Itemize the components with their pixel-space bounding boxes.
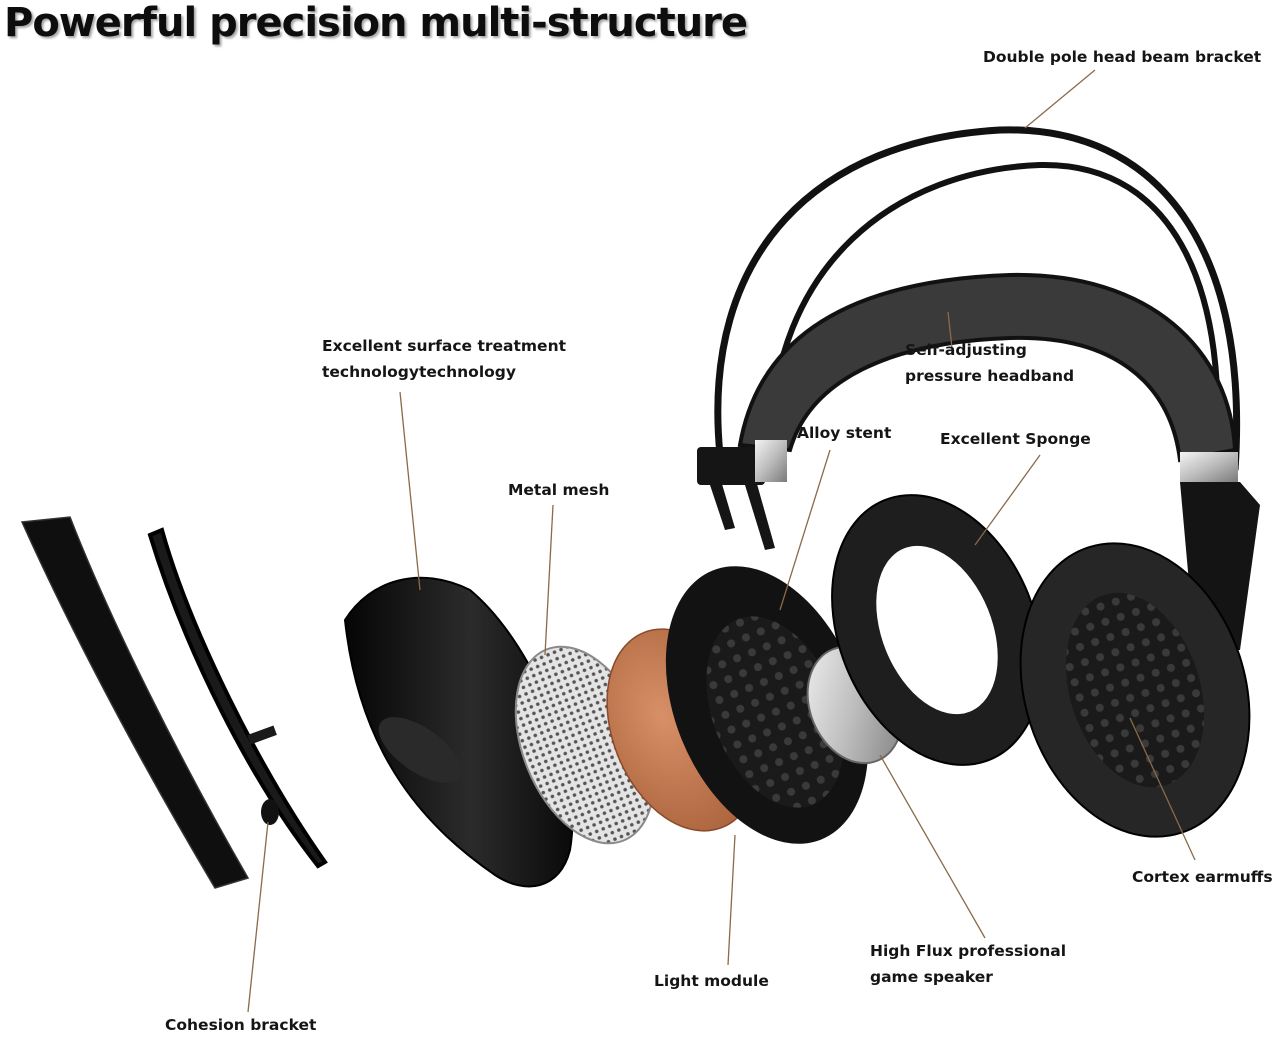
inner-speaker-frame (665, 566, 869, 844)
outer-ear-shell (343, 576, 574, 888)
double-pole-head-beam-bracket (714, 126, 1241, 471)
diagram-title: Powerful precision multi-structure (4, 0, 748, 46)
label-text: Double pole head beam bracket (983, 48, 1262, 66)
label-cohesion-bracket: Cohesion bracket (165, 1012, 316, 1038)
label-text: Alloy stent (797, 424, 892, 442)
label-text: Self-adjusting (905, 341, 1027, 359)
cortex-earmuffs (1019, 542, 1251, 838)
label-cortex-earmuffs: Cortex earmuffs (1132, 864, 1273, 890)
cohesion-bracket (147, 527, 328, 869)
outer-arm-cover (20, 516, 250, 889)
label-surface-treatment: Excellent surface treatment technologyte… (322, 333, 566, 385)
excellent-sponge (831, 494, 1043, 766)
label-metal-mesh: Metal mesh (508, 477, 609, 503)
label-text: Light module (654, 972, 769, 990)
label-text: technologytechnology (322, 363, 516, 381)
leader-lines (247, 69, 1196, 1013)
label-self-adjusting-headband: Self-adjusting pressure headband (905, 337, 1074, 389)
label-text: Excellent surface treatment (322, 337, 567, 355)
label-alloy-stent: Alloy stent (797, 420, 891, 446)
label-text: Cohesion bracket (165, 1016, 317, 1034)
label-text: High Flux professional (870, 942, 1067, 960)
self-adjusting-pressure-headband (737, 272, 1238, 463)
label-double-pole-head-beam-bracket: Double pole head beam bracket (983, 44, 1261, 70)
label-text: Cortex earmuffs (1132, 868, 1273, 886)
label-text: game speaker (870, 968, 993, 986)
label-light-module: Light module (654, 968, 769, 994)
label-high-flux-speaker: High Flux professional game speaker (870, 938, 1066, 990)
label-text: Metal mesh (508, 481, 610, 499)
label-text: pressure headband (905, 367, 1075, 385)
label-excellent-sponge: Excellent Sponge (940, 426, 1091, 452)
alloy-stent (697, 440, 787, 550)
label-text: Excellent Sponge (940, 430, 1091, 448)
